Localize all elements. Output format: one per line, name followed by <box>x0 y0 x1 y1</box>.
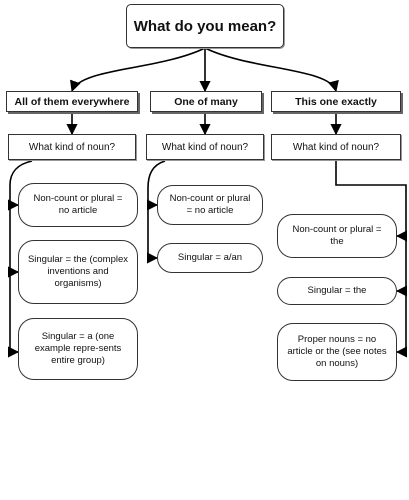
bracket-exact <box>335 161 407 352</box>
answer-label: Non-count or plural = no article <box>169 193 251 216</box>
answer-label: Singular = a/an <box>177 252 243 264</box>
answer-label: Singular = the (complex inventions and o… <box>27 254 129 289</box>
question-box-one: What kind of noun? <box>146 134 264 160</box>
answer-all-singular-a: Singular = a (one example repre-sents en… <box>18 318 138 380</box>
answer-label: Non-count or plural = the <box>292 224 382 247</box>
answer-one-singular-a-an: Singular = a/an <box>157 243 263 273</box>
bracket-all <box>9 160 33 352</box>
answer-exact-proper-nouns: Proper nouns = no article or the (see no… <box>277 323 397 381</box>
question-box-exact: What kind of noun? <box>271 134 401 160</box>
root-question-box: What do you mean? <box>126 4 284 48</box>
answer-all-singular-the: Singular = the (complex inventions and o… <box>18 240 138 304</box>
question-label: What kind of noun? <box>28 141 116 153</box>
category-all-everywhere: All of them everywhere <box>6 91 138 112</box>
answer-exact-noncount: Non-count or plural = the <box>277 214 397 258</box>
answer-exact-singular-the: Singular = the <box>277 277 397 305</box>
category-label: All of them everywhere <box>14 95 130 108</box>
answer-all-noncount: Non-count or plural = no article <box>18 183 138 227</box>
answer-label: Proper nouns = no article or the (see no… <box>287 334 387 369</box>
answer-label: Singular = the <box>307 285 367 297</box>
arrow-root-to-exact <box>204 47 339 93</box>
question-label: What kind of noun? <box>292 141 380 153</box>
answer-label: Singular = a (one example repre-sents en… <box>34 331 122 366</box>
question-box-all: What kind of noun? <box>8 134 136 160</box>
arrow-root-to-all <box>70 47 206 93</box>
question-label: What kind of noun? <box>161 141 249 153</box>
answer-one-noncount: Non-count or plural = no article <box>157 185 263 225</box>
root-question-label: What do you mean? <box>133 17 277 35</box>
answer-label: Non-count or plural = no article <box>33 193 123 216</box>
category-this-one-exactly: This one exactly <box>271 91 401 112</box>
bracket-one <box>147 160 166 258</box>
category-one-of-many: One of many <box>150 91 262 112</box>
category-label: One of many <box>174 95 238 108</box>
category-label: This one exactly <box>295 95 377 108</box>
